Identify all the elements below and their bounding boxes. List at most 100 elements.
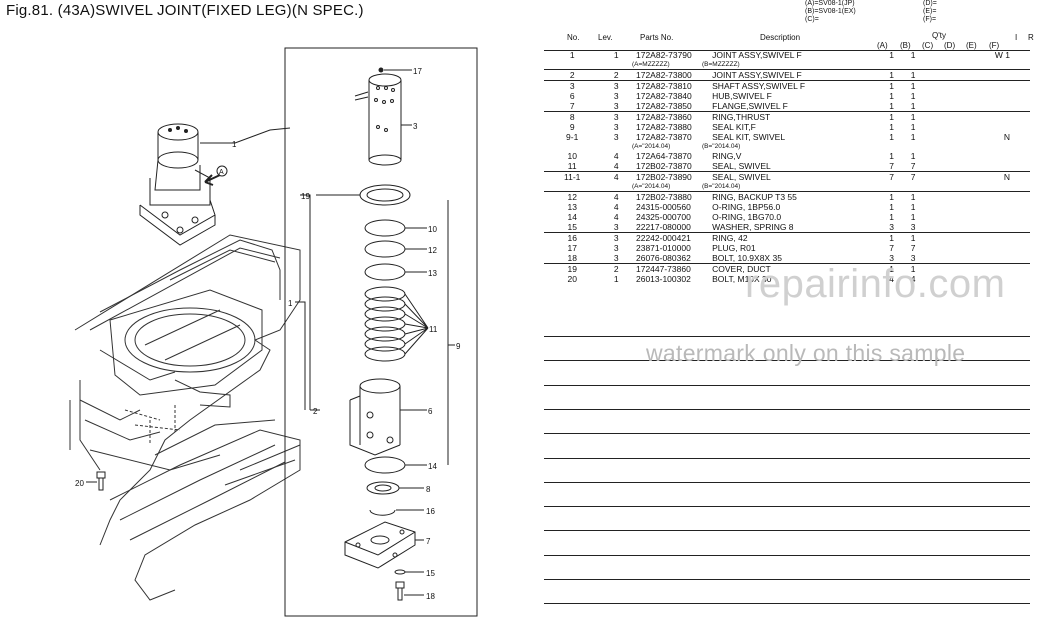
remark-cell bbox=[944, 101, 1030, 112]
serial-note-row: (A="2014.04)(B="2014.04) bbox=[544, 182, 1030, 192]
part-description-cell: HUB,SWIVEL F bbox=[712, 91, 772, 101]
part-no-cell: 1 bbox=[569, 50, 575, 60]
watermark-brand: repairinfo.com bbox=[745, 262, 1006, 306]
qty-spacer bbox=[924, 50, 944, 60]
remark-cell bbox=[944, 91, 1030, 101]
qty-a-cell: 1 bbox=[889, 91, 894, 101]
part-number-cell: 172A82-73840 bbox=[635, 91, 692, 101]
qty-a-cell: 1 bbox=[889, 151, 894, 161]
blank-rule bbox=[544, 409, 1030, 410]
qty-spacer bbox=[924, 122, 944, 132]
callout-19: 19 bbox=[301, 192, 310, 201]
hub-6 bbox=[349, 378, 401, 456]
remark-cell bbox=[944, 69, 1030, 81]
serial-note-spacer bbox=[544, 182, 632, 192]
blank-rule bbox=[544, 482, 1030, 483]
qty-a-cell: 4 bbox=[889, 274, 894, 284]
remark-cell bbox=[944, 191, 1030, 202]
part-description-cell: RING,V bbox=[712, 151, 742, 161]
callout-1a: 1 bbox=[232, 140, 237, 149]
callout-10: 10 bbox=[428, 225, 437, 234]
part-no-cell: 8 bbox=[544, 111, 601, 122]
part-number-cell: 26013-100302 bbox=[635, 274, 691, 284]
part-number-cell: 172A82-73860 bbox=[631, 111, 713, 122]
qty-a-cell: 1 bbox=[889, 202, 894, 212]
callout-7: 7 bbox=[426, 537, 431, 546]
ring-12 bbox=[364, 240, 406, 258]
remark-cell: N bbox=[944, 171, 1030, 182]
qty-a-cell: 1 bbox=[889, 132, 894, 142]
qty-a-cell: 1 bbox=[881, 111, 902, 122]
part-no-cell: 18 bbox=[567, 253, 577, 263]
qty-a-cell: 7 bbox=[881, 171, 902, 182]
col-no: No. bbox=[567, 33, 580, 42]
callout-16: 16 bbox=[426, 507, 435, 516]
col-qty-c: (C) bbox=[922, 41, 934, 50]
part-description-cell: O-RING, 1BP56.0 bbox=[712, 202, 781, 212]
part-level-cell: 3 bbox=[613, 222, 619, 232]
qty-spacer bbox=[924, 222, 944, 233]
qty-b-cell: 1 bbox=[901, 69, 925, 81]
part-number-cell: 172447-73860 bbox=[631, 263, 713, 274]
remark-cell: W 1 bbox=[994, 50, 1010, 60]
serial-note-b: (B=MZZZZZ) bbox=[701, 61, 740, 68]
part-number-cell: 172B02-73890 bbox=[631, 171, 713, 182]
blank-rule bbox=[544, 506, 1030, 507]
header-rule bbox=[544, 50, 1030, 51]
col-i: I bbox=[1015, 33, 1018, 42]
remark-cell bbox=[944, 80, 1030, 91]
serial-note-a: (A="2014.04) bbox=[631, 143, 671, 150]
qty-b-cell: 7 bbox=[910, 161, 916, 171]
ring-14 bbox=[364, 456, 406, 474]
blank-rule bbox=[544, 385, 1030, 386]
part-description-cell: SEAL KIT,F bbox=[712, 122, 756, 132]
part-no-cell: 7 bbox=[569, 101, 575, 111]
callout-14: 14 bbox=[428, 462, 437, 471]
remark-cell bbox=[944, 212, 1030, 222]
part-number-cell: 22217-080000 bbox=[635, 222, 691, 232]
washer-15 bbox=[394, 569, 406, 575]
part-number-cell: 24325-000700 bbox=[635, 212, 691, 222]
part-number-cell: 172B02-73880 bbox=[631, 191, 713, 202]
part-number-cell: 172A82-73800 bbox=[631, 69, 713, 81]
part-level-cell: 3 bbox=[613, 253, 619, 263]
qty-b-cell: 1 bbox=[901, 191, 925, 202]
legend-a: (A)=SV08-1(JP) bbox=[805, 0, 855, 7]
qty-spacer bbox=[924, 191, 945, 202]
serial-note-row: (A="2014.04)(B="2014.04) bbox=[544, 142, 1030, 151]
callout-2: 2 bbox=[313, 407, 318, 416]
part-no-cell: 10 bbox=[567, 151, 577, 161]
part-no-cell: 11-1 bbox=[544, 171, 601, 182]
qty-b-cell: 3 bbox=[910, 222, 916, 232]
col-qty-d: (D) bbox=[944, 41, 956, 50]
col-qty-e: (E) bbox=[966, 41, 977, 50]
part-number-cell: 23871-010000 bbox=[635, 243, 691, 253]
blank-rule bbox=[544, 579, 1030, 580]
serial-note-spacer bbox=[544, 60, 632, 70]
callout-15: 15 bbox=[426, 569, 435, 578]
legend-d: (D)= bbox=[923, 0, 937, 7]
qty-b-cell: 7 bbox=[910, 243, 916, 253]
part-no-cell: 19 bbox=[544, 263, 601, 274]
part-description-cell: FLANGE,SWIVEL F bbox=[712, 101, 788, 111]
callout-arrow-a: A bbox=[219, 169, 224, 176]
frame-outline bbox=[69, 234, 301, 601]
part-description-cell: SEAL, SWIVEL bbox=[712, 171, 882, 182]
snap-ring-16 bbox=[369, 509, 396, 516]
part-number-cell: 22242-000421 bbox=[631, 232, 713, 243]
part-level-cell: 2 bbox=[600, 69, 632, 81]
remark-cell bbox=[944, 243, 1030, 253]
serial-note-spacer bbox=[544, 142, 632, 151]
part-level-cell: 3 bbox=[600, 232, 632, 243]
remark-cell bbox=[944, 222, 1030, 233]
blank-rule bbox=[544, 336, 1030, 337]
qty-spacer bbox=[924, 232, 945, 243]
part-number-cell: 26076-080362 bbox=[635, 253, 691, 263]
